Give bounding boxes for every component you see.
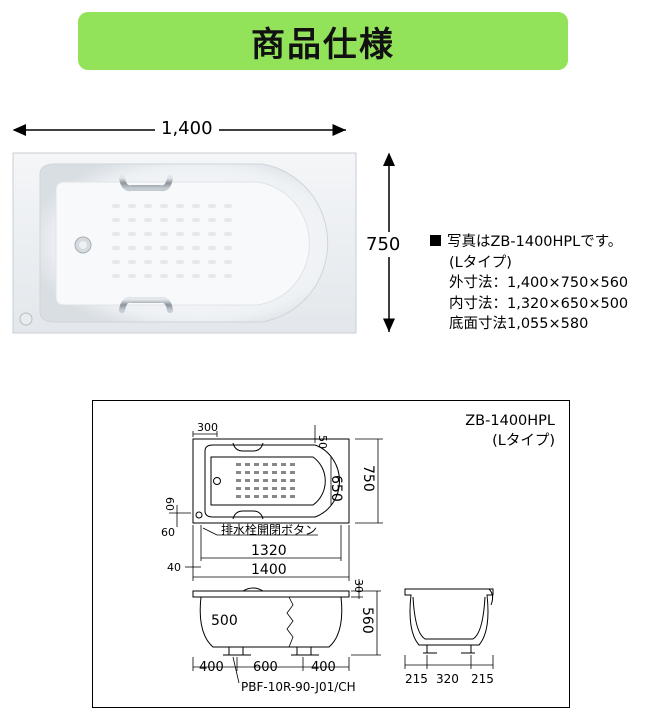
model-name: ZB-1400HPL xyxy=(465,413,555,429)
plan-dim-lines xyxy=(169,425,383,581)
spec-line-photo: 写真はZB-1400HPLです。 xyxy=(430,232,628,253)
width-dimension: 1,400 xyxy=(10,116,350,144)
title-banner: 商品仕様 xyxy=(78,12,568,70)
width-label: 1,400 xyxy=(155,118,219,139)
drain-button-label: 排水栓開閉ボタン xyxy=(221,522,317,537)
height-label: 750 xyxy=(366,232,401,257)
dim-1400: 1400 xyxy=(251,562,287,578)
spec-line-outer: 外寸法：1,400×750×560 xyxy=(449,275,629,291)
dim-500: 500 xyxy=(211,613,238,629)
leg-model-label: PBF-10R-90-J01/CH xyxy=(241,680,356,694)
technical-drawing: ZB-1400HPL (Lタイプ) xyxy=(92,400,570,708)
spec-line-bottom: 底面寸法1,055×580 xyxy=(449,316,589,332)
spec-block: 写真はZB-1400HPLです。 (Lタイプ) 外寸法：1,400×750×56… xyxy=(430,232,628,335)
plan-mat xyxy=(236,463,295,498)
spec-text-photo: 写真はZB-1400HPLです。 xyxy=(447,234,623,250)
dim-300: 300 xyxy=(197,421,218,434)
dim-600: 600 xyxy=(253,660,278,675)
dim-1320: 1320 xyxy=(251,543,287,559)
dim-400-right: 400 xyxy=(311,660,336,675)
end-view xyxy=(404,588,494,654)
dim-560: 560 xyxy=(359,607,375,634)
dim-400-left: 400 xyxy=(199,660,224,675)
dim-40: 40 xyxy=(167,561,181,574)
dim-750: 750 xyxy=(360,465,376,492)
page-title: 商品仕様 xyxy=(251,24,395,65)
spec-line-type: (Lタイプ) xyxy=(449,254,512,271)
dim-650: 650 xyxy=(328,475,344,502)
dim-60-vertical: 60 xyxy=(163,497,176,511)
dim-50: 50 xyxy=(316,435,329,449)
spec-line-inner: 内寸法：1,320×650×500 xyxy=(449,295,629,312)
side-dim-lines xyxy=(192,579,381,684)
drawing-canvas: 300 50 650 750 60 60 排水栓開閉ボタン 1320 40 14… xyxy=(161,421,494,694)
bathtub-photo xyxy=(12,152,357,334)
dim-215-right: 215 xyxy=(471,672,494,686)
dim-30: 30 xyxy=(352,579,365,593)
model-type: (Lタイプ) xyxy=(492,433,555,449)
dim-320: 320 xyxy=(436,672,459,686)
plan-view xyxy=(192,438,350,524)
end-dim-lines xyxy=(404,655,494,669)
dim-215-left: 215 xyxy=(405,672,428,686)
side-view xyxy=(192,587,350,656)
dim-60-horizontal: 60 xyxy=(161,526,175,539)
model-label: ZB-1400HPL (Lタイプ) xyxy=(465,411,555,451)
square-bullet-icon xyxy=(430,235,441,246)
